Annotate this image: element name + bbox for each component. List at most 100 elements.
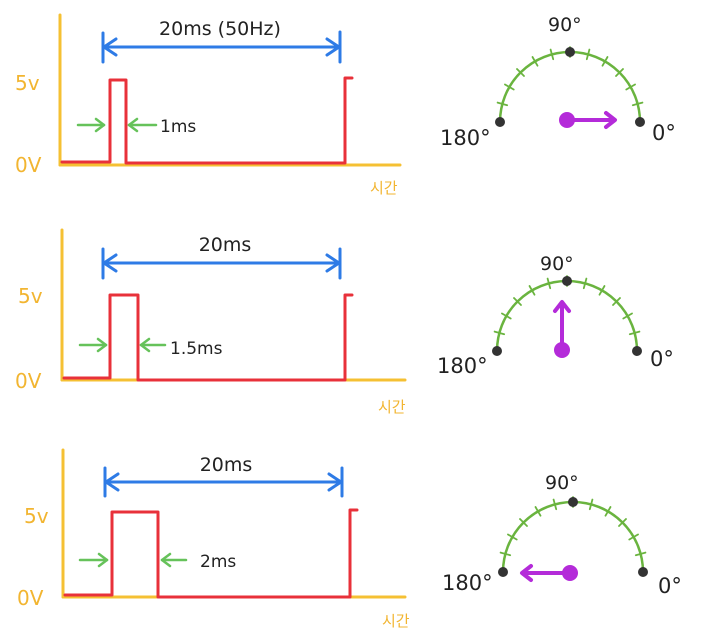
pointer-pivot [554, 342, 570, 358]
dial-label-180: 180° [437, 354, 488, 378]
dial-arc [495, 279, 639, 353]
dial-marker-180 [495, 117, 505, 127]
dial-pointer [553, 300, 571, 358]
signal-panel-2: 5v 0V 시간 20ms 1.5ms [15, 228, 407, 416]
dial-tick [528, 285, 536, 296]
pulse-right-arrow-head [139, 337, 151, 353]
pulse-width-label: 1ms [160, 117, 196, 137]
period-left-head [104, 472, 120, 492]
pointer-head [553, 300, 571, 313]
dial-label-90: 90° [545, 472, 579, 494]
servo-dial-3: 180° 90° 0° [442, 472, 682, 598]
dial-tick [618, 518, 627, 527]
pointer-head [604, 111, 617, 129]
dial-arc [501, 500, 645, 574]
dial-tick [534, 506, 542, 517]
dial-tick [493, 330, 506, 336]
period-right-head [325, 253, 341, 273]
period-arrow [101, 30, 342, 64]
dial-tick [582, 277, 588, 290]
dial-tick [631, 101, 644, 107]
dial-marker-180 [492, 346, 502, 356]
pwm-waveform [63, 508, 359, 599]
pwm-waveform [60, 76, 354, 165]
dial-marker-90 [562, 276, 572, 286]
dial-label-180: 180° [440, 126, 491, 150]
dial-label-0: 0° [650, 347, 674, 371]
dial-label-90: 90° [548, 14, 582, 36]
dial-tick [625, 83, 636, 91]
dial-tick [552, 498, 558, 511]
high-voltage-label: 5v [18, 284, 43, 308]
dial-label-0: 0° [658, 574, 682, 598]
dial-tick [546, 277, 552, 290]
time-axis-label: 시간 [370, 179, 398, 197]
pointer-pivot [562, 565, 578, 581]
pulse-right-arrow-head [127, 117, 139, 133]
time-axis-label: 시간 [382, 612, 410, 630]
dial-tick [531, 56, 539, 67]
dial-label-0: 0° [652, 121, 676, 145]
dial-tick [507, 533, 518, 541]
dial-tick [585, 48, 591, 61]
dial-tick [504, 83, 515, 91]
pulse-width-arrows [76, 117, 158, 133]
dial-marker-0 [632, 346, 642, 356]
pointer-head [520, 564, 533, 582]
period-label: 20ms [199, 234, 252, 256]
pulse-right-arrow-head [160, 552, 172, 568]
dial-tick [513, 297, 522, 306]
dial-tick [628, 330, 641, 336]
dial-pointer [520, 564, 578, 582]
dial-tick [496, 101, 509, 107]
servo-dial-1: 180° 90° 0° [440, 14, 676, 150]
dial-tick [604, 506, 612, 517]
dial-tick [615, 68, 624, 77]
dial-tick [622, 312, 633, 320]
pulse-width-arrows [78, 552, 188, 568]
dial-arc [498, 50, 642, 124]
dial-tick [628, 533, 639, 541]
low-voltage-label: 0V [15, 153, 42, 177]
pulse-width-arrows [78, 337, 167, 353]
pulse-width-label: 2ms [200, 552, 236, 572]
dial-tick [499, 551, 512, 557]
dial-tick [519, 518, 528, 527]
pointer-pivot [559, 112, 575, 128]
dial-tick [612, 297, 621, 306]
signal-panel-1: 5v 0V 시간 20ms (50Hz) 1ms [15, 13, 402, 197]
high-voltage-label: 5v [15, 71, 40, 95]
period-right-head [325, 37, 341, 57]
dial-tick [588, 498, 594, 511]
pwm-waveform [62, 293, 354, 382]
dial-tick [549, 48, 555, 61]
period-arrow [103, 466, 344, 498]
low-voltage-label: 0V [17, 586, 44, 610]
dial-tick [598, 285, 606, 296]
period-label: 20ms (50Hz) [159, 18, 281, 40]
dial-pointer [559, 111, 617, 129]
signal-panel-3: 5v 0V 시간 20ms 2ms [17, 448, 410, 630]
period-right-head [327, 472, 343, 492]
dial-gauge [492, 275, 642, 356]
dial-tick [516, 68, 525, 77]
dial-marker-180 [498, 567, 508, 577]
servo-dial-2: 180° 90° 0° [437, 253, 674, 378]
dial-label-180: 180° [442, 571, 493, 595]
dial-gauge [498, 496, 648, 577]
dial-marker-90 [568, 497, 578, 507]
dial-tick [501, 312, 512, 320]
period-label: 20ms [200, 454, 253, 476]
dial-marker-0 [635, 117, 645, 127]
dial-marker-0 [638, 567, 648, 577]
pulse-left-arrow-head [96, 337, 108, 353]
high-voltage-label: 5v [24, 504, 49, 528]
dial-label-90: 90° [540, 253, 574, 275]
dial-tick [601, 56, 609, 67]
pulse-width-label: 1.5ms [170, 339, 223, 359]
period-left-head [102, 37, 118, 57]
dial-tick [634, 551, 647, 557]
pulse-left-arrow-head [97, 552, 109, 568]
pulse-left-arrow-head [94, 117, 106, 133]
